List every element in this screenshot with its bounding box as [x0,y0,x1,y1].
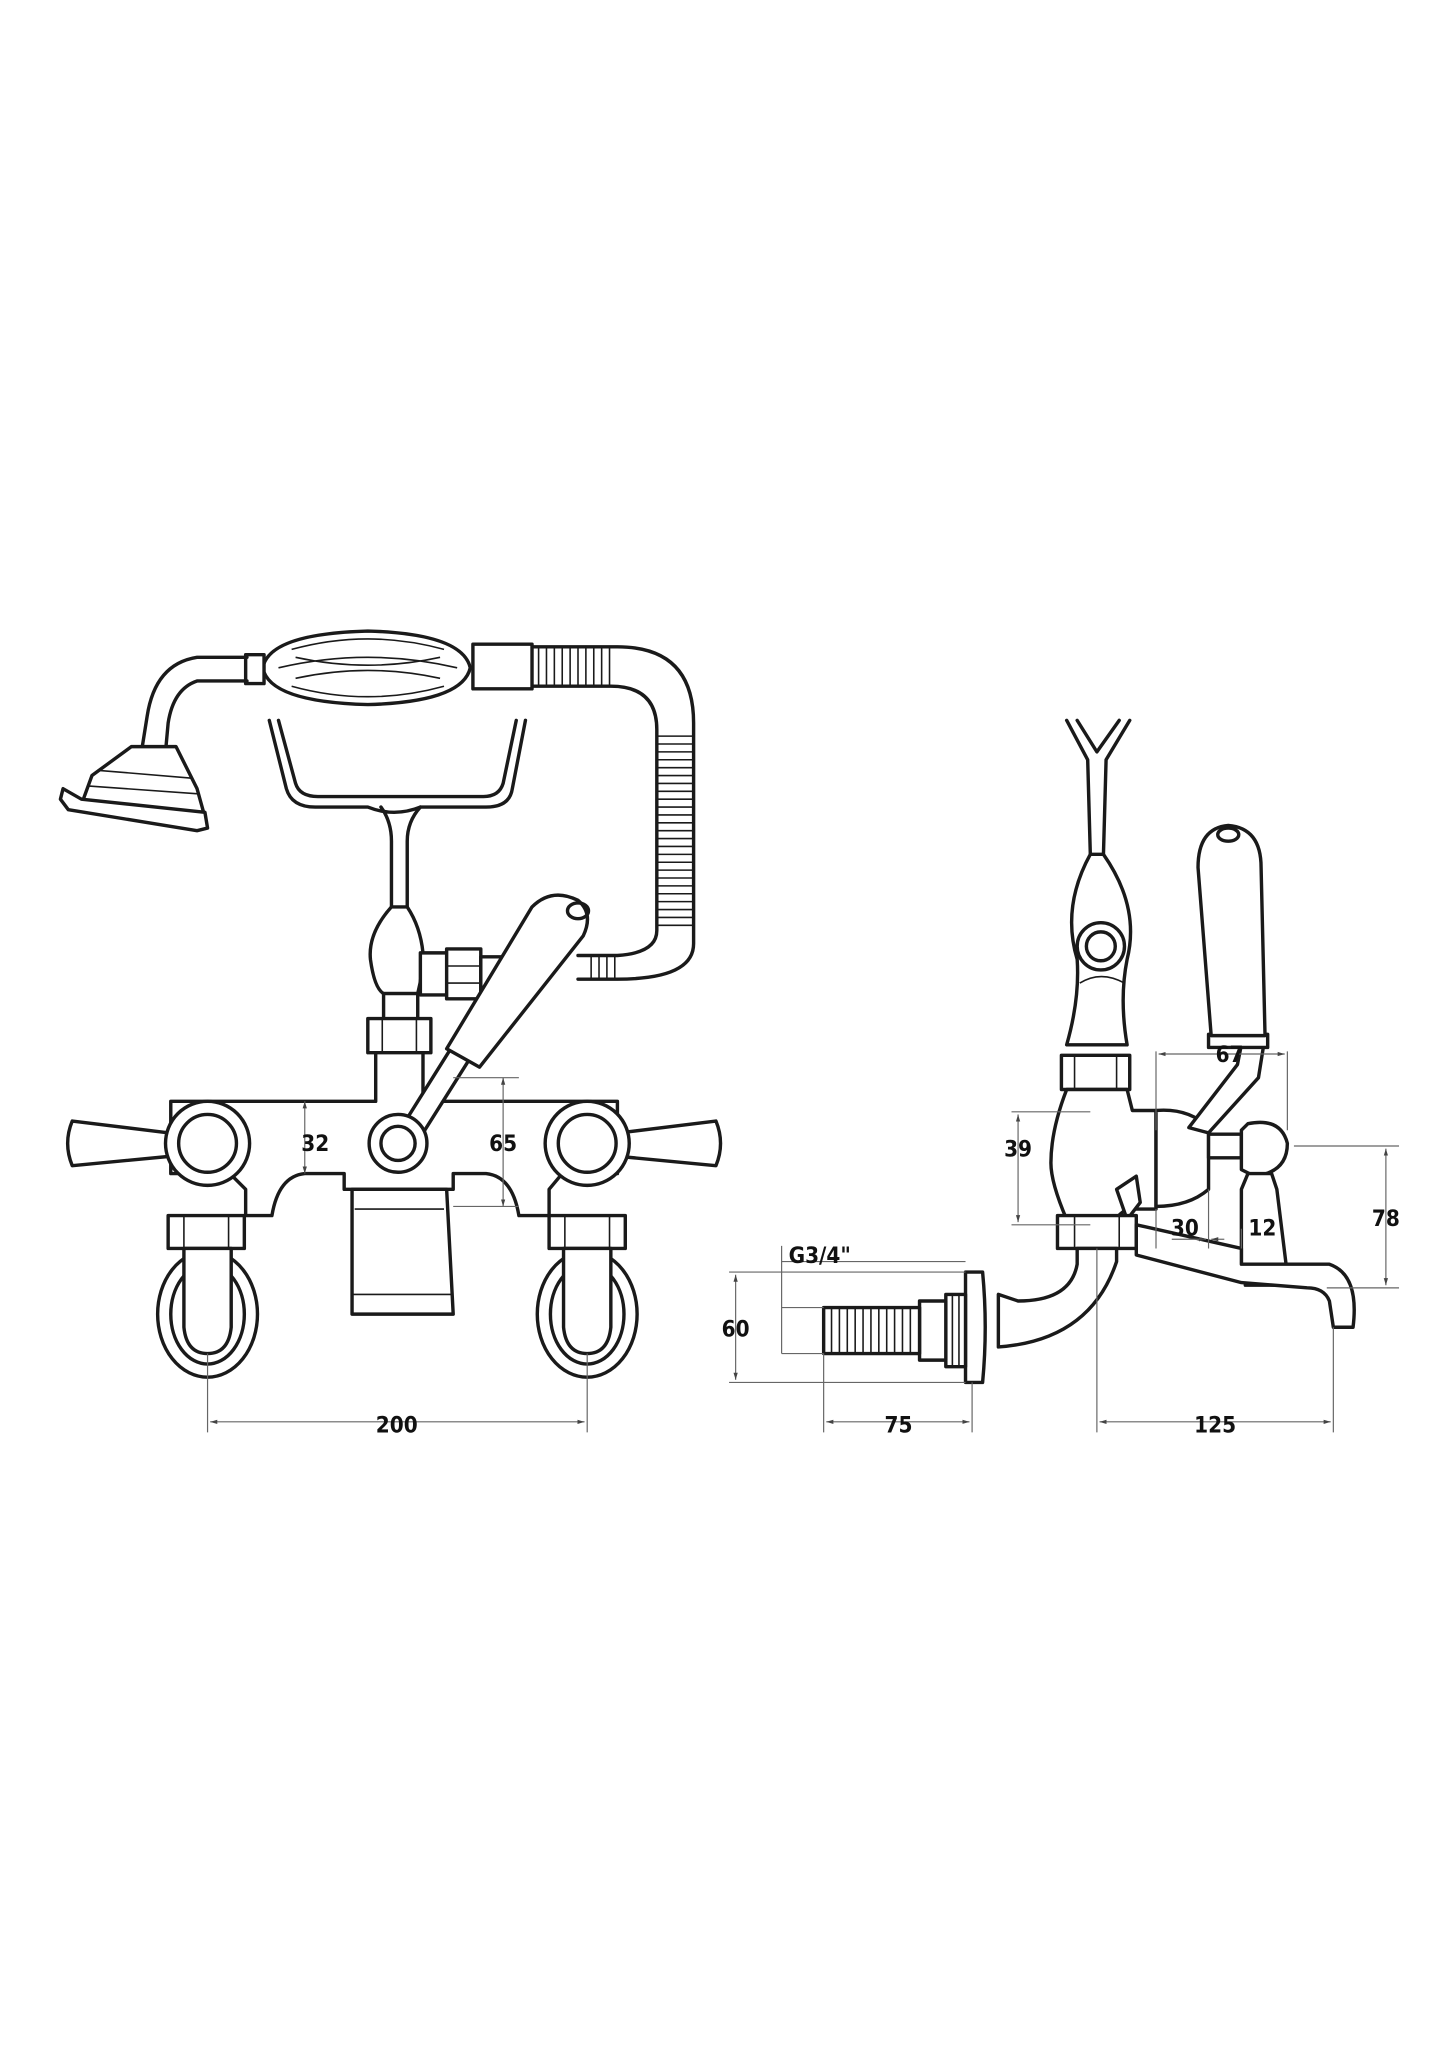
dimension-label-39: 39 [1004,1136,1032,1162]
front-view: 32 65 200 [58,629,723,1438]
diverter-lever [367,893,591,1174]
dimension-label-67: 67 [1216,1042,1244,1068]
dimension-label-12: 12 [1248,1215,1276,1241]
side-spout [996,1213,1356,1349]
front-dimensions [206,1077,588,1433]
handset-cradle [267,718,528,922]
dimension-label-78: 78 [1372,1206,1400,1232]
right-tap-handle [535,1099,723,1379]
side-view: 67 39 30 12 78 G3/4" 60 75 125 [722,718,1400,1438]
thread-label: G3/4" [789,1243,851,1269]
wall-fitting [821,1270,987,1385]
shower-handset [58,629,534,833]
dimension-label-60: 60 [722,1316,750,1342]
dimension-label-65: 65 [489,1131,517,1157]
left-tap-handle [65,1099,260,1379]
shower-hose [530,645,696,981]
holder-fork [1064,718,1133,1047]
dimension-label-30: 30 [1171,1215,1199,1241]
dimension-label-125: 125 [1194,1412,1236,1438]
dimension-label-32: 32 [301,1131,329,1157]
side-dimensions [729,1051,1400,1433]
side-valve-body [1049,1053,1244,1222]
dimension-label-200: 200 [376,1412,418,1438]
side-lever [1187,823,1290,1287]
dimension-label-75: 75 [885,1412,913,1438]
